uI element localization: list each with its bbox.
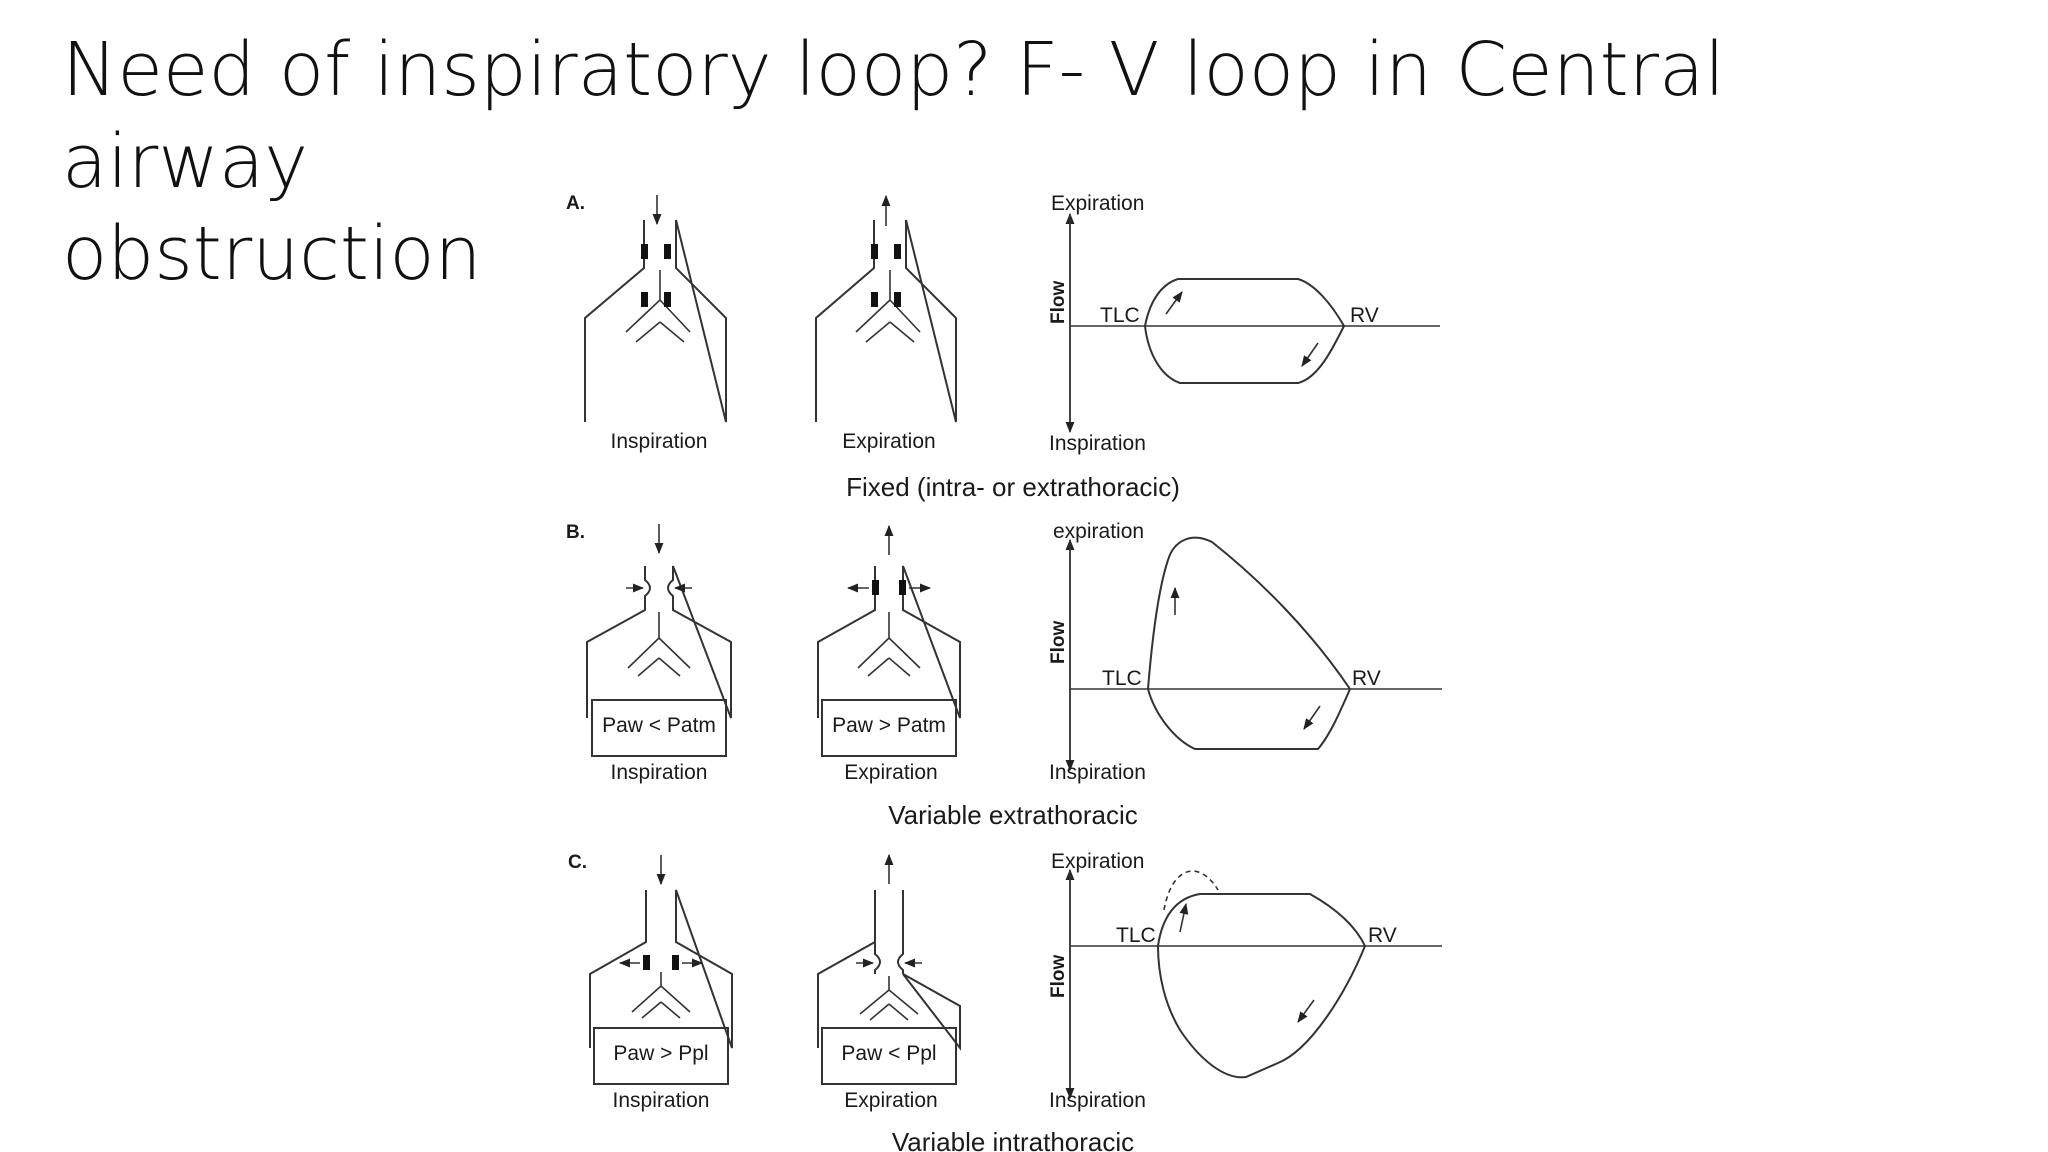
inspiratory-direction-arrow-icon bbox=[1297, 999, 1315, 1023]
panel-c-flow-volume-loop: Expiration Inspiration Flow TLC RV bbox=[1048, 850, 1442, 1112]
panel-a-rv-label: RV bbox=[1350, 304, 1379, 327]
fixed-obstruction-mark bbox=[641, 292, 648, 307]
slide-title-line1: Need of inspiratory loop? F- V loop in C… bbox=[62, 27, 1725, 205]
bronchi bbox=[859, 976, 919, 1021]
thorax-outline bbox=[586, 565, 732, 719]
panel-a-axis-top: Expiration bbox=[1051, 192, 1144, 215]
pressure-box bbox=[821, 699, 957, 757]
bronchi bbox=[855, 270, 921, 343]
thorax-outline bbox=[817, 565, 961, 719]
fixed-obstruction-mark bbox=[871, 292, 878, 307]
panel-c-inspiration-lung: Paw > Ppl Inspiration bbox=[589, 855, 733, 1112]
fixed-obstruction-mark bbox=[664, 292, 671, 307]
slide-title: Need of inspiratory loop? F- V loop in C… bbox=[62, 24, 1962, 300]
panel-a-axis-bottom: Inspiration bbox=[1049, 432, 1146, 455]
thorax-outline bbox=[589, 889, 733, 1049]
expiratory-direction-arrow-icon bbox=[1179, 902, 1189, 933]
panel-c-left-inner: Paw > Ppl bbox=[613, 1042, 708, 1065]
obstruction-mark bbox=[672, 955, 679, 970]
obstruction-mark bbox=[899, 580, 906, 595]
obstruction-mark bbox=[643, 955, 650, 970]
panel-c-caption: Variable intrathoracic bbox=[892, 1127, 1134, 1152]
panel-c-expiration-lung: Paw < Ppl Expiration bbox=[817, 853, 961, 1112]
panel-a-left-caption: Inspiration bbox=[611, 430, 708, 453]
panel-c: C. Paw > Ppl Inspiration Paw < Ppl Expir… bbox=[568, 850, 1442, 1152]
panel-b-axis-top: expiration bbox=[1053, 520, 1144, 543]
panel-a: A. Inspiration Expiration bbox=[566, 192, 1440, 502]
inspiratory-direction-arrow-icon bbox=[1303, 705, 1321, 730]
panel-b-mid-inner: Paw > Patm bbox=[832, 714, 946, 737]
panel-a-expiration-lung: Expiration bbox=[815, 194, 957, 453]
panel-c-mid-inner: Paw < Ppl bbox=[841, 1042, 936, 1065]
panel-a-flow-volume-loop: Expiration Inspiration Flow TLC RV bbox=[1048, 192, 1440, 455]
pressure-box bbox=[593, 1027, 729, 1085]
thorax-outline bbox=[817, 890, 961, 1051]
panel-b-axis-side: Flow bbox=[1048, 621, 1069, 664]
panel-a-letter: A. bbox=[566, 193, 585, 214]
panel-a-mid-caption: Expiration bbox=[842, 430, 935, 453]
panel-b-flow-volume-loop: expiration Inspiration Flow TLC RV bbox=[1048, 520, 1442, 784]
bronchi bbox=[857, 612, 921, 677]
pressure-box bbox=[821, 1027, 957, 1085]
panel-c-axis-side: Flow bbox=[1048, 955, 1069, 998]
panel-b-axis-bottom: Inspiration bbox=[1049, 761, 1146, 784]
panel-b-letter: B. bbox=[566, 522, 585, 543]
bronchi bbox=[625, 270, 691, 343]
panel-b-inspiration-lung: Paw < Patm Inspiration bbox=[586, 524, 732, 784]
fv-loop-curve bbox=[1143, 278, 1346, 384]
panel-c-axis-bottom: Inspiration bbox=[1049, 1089, 1146, 1112]
panel-b-caption: Variable extrathoracic bbox=[888, 800, 1138, 830]
bronchi bbox=[627, 612, 691, 677]
panel-c-axis-top: Expiration bbox=[1051, 850, 1144, 873]
fixed-obstruction-mark bbox=[641, 244, 648, 259]
bronchi bbox=[631, 972, 691, 1019]
fixed-obstruction-mark bbox=[664, 244, 671, 259]
fv-loop-curve bbox=[1146, 536, 1352, 750]
slide-title-line2: obstruction bbox=[62, 211, 482, 297]
panel-b-left-inner: Paw < Patm bbox=[602, 714, 716, 737]
panel-a-caption: Fixed (intra- or extrathoracic) bbox=[846, 472, 1180, 502]
panel-c-rv-label: RV bbox=[1368, 924, 1397, 947]
thorax-outline bbox=[815, 219, 957, 423]
panel-c-letter: C. bbox=[568, 852, 587, 873]
fixed-obstruction-mark bbox=[894, 244, 901, 259]
normal-loop-dashed bbox=[1163, 870, 1219, 911]
panel-c-mid-caption: Expiration bbox=[844, 1089, 937, 1112]
panel-a-inspiration-lung: Inspiration bbox=[584, 195, 727, 453]
panel-a-tlc-label: TLC bbox=[1100, 304, 1140, 327]
panel-b-mid-caption: Expiration bbox=[844, 761, 937, 784]
panel-b-left-caption: Inspiration bbox=[611, 761, 708, 784]
obstruction-mark bbox=[872, 580, 879, 595]
panel-b-rv-label: RV bbox=[1352, 667, 1381, 690]
panel-b-expiration-lung: Paw > Patm Expiration bbox=[817, 524, 961, 784]
panel-c-tlc-label: TLC bbox=[1116, 924, 1156, 947]
fixed-obstruction-mark bbox=[894, 292, 901, 307]
fixed-obstruction-mark bbox=[871, 244, 878, 259]
thorax-outline bbox=[584, 219, 727, 423]
pressure-box bbox=[591, 699, 727, 757]
expiratory-direction-arrow-icon bbox=[1165, 291, 1183, 315]
panel-b: B. Paw < Patm Inspiration Paw > Patm Exp… bbox=[566, 520, 1442, 830]
panel-a-axis-side: Flow bbox=[1048, 281, 1069, 324]
panel-c-left-caption: Inspiration bbox=[613, 1089, 710, 1112]
panel-b-tlc-label: TLC bbox=[1102, 667, 1142, 690]
fv-loop-curve bbox=[1156, 893, 1367, 1079]
inspiratory-direction-arrow-icon bbox=[1301, 342, 1319, 367]
